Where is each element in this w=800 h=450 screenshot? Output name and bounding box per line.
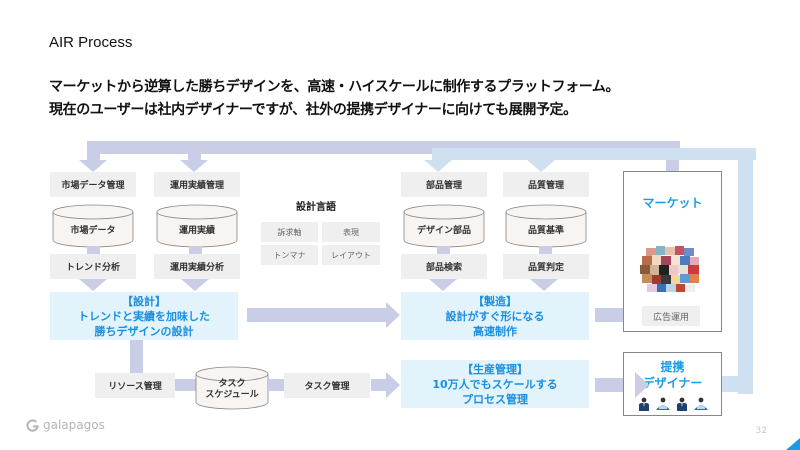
ad-creative-collage-image xyxy=(640,246,699,292)
operation-results-db-label: 運用実績 xyxy=(178,225,215,236)
arrow-manufacturing-to-ads-shaft xyxy=(595,308,629,322)
feedback-connector-blue-right xyxy=(738,148,753,394)
arrow-down-to-operation-data xyxy=(180,160,208,172)
page-title: AIR Process xyxy=(49,34,133,51)
quality-management: 品質管理 xyxy=(503,172,589,197)
design-language-layout: レイアウト xyxy=(322,245,380,265)
ad-operations-box: 広告運用 xyxy=(642,306,700,326)
connector-quality-db-to-judge xyxy=(539,246,552,256)
production-management-line-1: 10万人でもスケールする xyxy=(432,377,558,391)
corner-accent xyxy=(786,438,800,450)
feedback-connector-purple-down-2 xyxy=(188,141,201,161)
quality-standard-db: 品質基準 xyxy=(505,204,587,248)
connector-operation-db-to-analysis xyxy=(189,246,202,256)
arrow-down-operation-to-design xyxy=(181,279,209,291)
partner-people-icons xyxy=(624,397,721,411)
connector-schedule-to-task xyxy=(268,379,284,391)
task-schedule-line-2: スケジュール xyxy=(205,390,259,400)
production-management-box: 【生産管理】 10万人でもスケールする プロセス管理 xyxy=(401,360,589,408)
businessman-icon xyxy=(638,397,649,411)
market-data-db: 市場データ xyxy=(52,204,134,248)
page-number: 32 xyxy=(755,426,767,436)
task-schedule-db-label: タスク スケジュール xyxy=(195,374,269,406)
quality-judgement: 品質判定 xyxy=(503,254,589,279)
market-data-db-label: 市場データ xyxy=(70,225,116,236)
manufacturing-process-line-1: 設計がすぐ形になる xyxy=(445,309,545,323)
operation-results-db: 運用実績 xyxy=(156,204,238,248)
arrow-production-to-partner-head xyxy=(635,372,649,398)
arrow-down-trend-to-design xyxy=(79,279,107,291)
arrow-design-to-manufacturing-head xyxy=(386,302,400,328)
connector-resource-to-schedule xyxy=(175,379,197,391)
arrow-down-parts-to-manufacturing xyxy=(429,279,457,291)
trend-analysis: トレンド分析 xyxy=(50,254,136,279)
database-cylinder-icon xyxy=(52,204,134,248)
parts-management: 部品管理 xyxy=(401,172,487,197)
parts-search: 部品検索 xyxy=(401,254,487,279)
design-parts-db: デザイン部品 xyxy=(403,204,485,248)
database-cylinder-icon xyxy=(505,204,587,248)
design-parts-db-label: デザイン部品 xyxy=(416,225,471,236)
feedback-connector-blue-down-2 xyxy=(535,148,547,162)
partner-designer-box: 提携 デザイナー xyxy=(623,352,722,416)
design-process-line-1: トレンドと実績を加味した xyxy=(78,309,210,323)
design-language-appeal-axis: 訴求軸 xyxy=(261,222,318,242)
operation-results-management: 運用実績管理 xyxy=(154,172,240,197)
feedback-connector-blue-down-1 xyxy=(432,148,444,162)
market-title: マーケット xyxy=(642,196,703,210)
galapagos-logo: galapagos xyxy=(26,418,105,432)
logo-text: galapagos xyxy=(43,418,105,432)
resource-management: リソース管理 xyxy=(95,373,175,398)
design-language-tone-manner: トンマナ xyxy=(261,245,318,265)
connector-market-db-to-trend xyxy=(87,246,100,256)
feedback-connector-blue-top xyxy=(432,148,756,160)
subtitle-line-1: マーケットから逆算した勝ちデザインを、高速・ハイスケールに制作するプラットフォー… xyxy=(49,79,620,95)
quality-standard-db-label: 品質基準 xyxy=(527,225,564,236)
arrow-down-to-market-data xyxy=(79,160,107,172)
partner-designer-title: 提携 デザイナー xyxy=(624,359,721,391)
page-subtitle: マーケットから逆算した勝ちデザインを、高速・ハイスケールに制作するプラットフォー… xyxy=(49,76,619,122)
businessman-icon xyxy=(676,397,687,411)
designer-icon xyxy=(655,397,670,410)
arrow-task-to-production-shaft xyxy=(371,379,386,391)
task-management: タスク管理 xyxy=(284,373,370,398)
designer-icon xyxy=(693,397,708,410)
operation-results-analysis: 運用実績分析 xyxy=(154,254,240,279)
connector-design-to-resource xyxy=(130,340,143,375)
manufacturing-process-heading: 【製造】 xyxy=(473,294,517,308)
task-schedule-line-1: タスク xyxy=(218,379,246,389)
subtitle-line-2: 現在のユーザーは社内デザイナーですが、社外の提携デザイナーに向けても展開予定。 xyxy=(49,102,577,118)
arrow-task-to-production-head xyxy=(386,372,400,398)
market-box: マーケット xyxy=(623,171,722,332)
database-cylinder-icon xyxy=(195,366,269,410)
arrow-down-quality-to-manufacturing xyxy=(530,279,558,291)
database-cylinder-icon xyxy=(403,204,485,248)
design-process-line-2: 勝ちデザインの設計 xyxy=(94,324,194,338)
arrow-design-to-manufacturing-shaft xyxy=(247,308,386,322)
connector-parts-db-to-search xyxy=(437,246,450,256)
manufacturing-process-line-2: 高速制作 xyxy=(473,324,517,338)
arrow-down-to-parts xyxy=(424,160,452,172)
design-language-title: 設計言語 xyxy=(296,202,336,213)
design-process-box: 【設計】 トレンドと実績を加味した 勝ちデザインの設計 xyxy=(50,292,238,340)
partner-title-line-1: 提携 xyxy=(660,360,685,374)
feedback-connector-purple-down-1 xyxy=(87,141,100,161)
design-language-expression: 表現 xyxy=(322,222,380,242)
manufacturing-process-box: 【製造】 設計がすぐ形になる 高速制作 xyxy=(401,292,589,340)
design-process-heading: 【設計】 xyxy=(122,294,166,308)
task-schedule-db: タスク スケジュール xyxy=(195,366,269,410)
partner-title-line-2: デザイナー xyxy=(642,376,703,390)
arrow-down-to-quality xyxy=(527,160,555,172)
production-management-line-2: プロセス管理 xyxy=(462,392,528,406)
market-data-management: 市場データ管理 xyxy=(50,172,136,197)
galapagos-logo-icon xyxy=(26,418,39,432)
production-management-heading: 【生産管理】 xyxy=(462,362,528,376)
